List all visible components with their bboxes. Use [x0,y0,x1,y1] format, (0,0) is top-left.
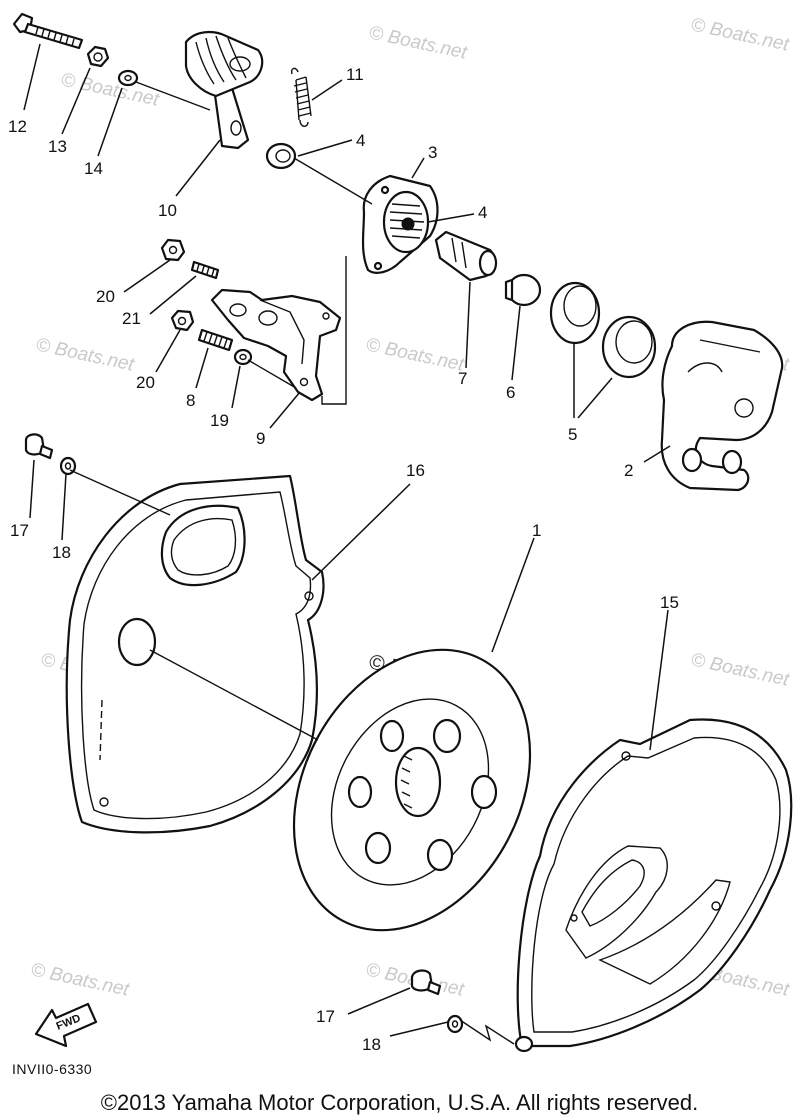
part-19-washer [233,348,253,366]
callout-9: 9 [256,429,265,448]
watermark: © Boats.net [34,334,136,375]
copyright-notice: ©2013 Yamaha Motor Corporation, U.S.A. A… [100,1090,699,1115]
callout-3: 3 [428,143,437,162]
part-12-bolt [12,12,84,50]
part-6-cap [504,273,542,307]
callout-10: 10 [158,201,177,220]
watermark: © Boats.net [689,649,791,690]
leader-lines [23,43,671,1037]
callout-21: 21 [122,309,141,328]
callout-19: 19 [210,411,229,430]
callout-4-upper: 4 [356,131,365,150]
callout-20-lower: 20 [136,373,155,392]
part-15-cover [514,718,793,1053]
part-10-lever [184,30,264,150]
diagram-code: INVII0-6330 [12,1061,92,1077]
callout-12: 12 [8,117,27,136]
callout-7: 7 [458,369,467,388]
callout-13: 13 [48,137,67,156]
part-7-shaft [434,230,498,282]
watermark: © Boats.net [364,334,466,375]
callout-17-lower: 17 [316,1007,335,1026]
part-18-washer-lower [446,1014,464,1034]
callout-16: 16 [406,461,425,480]
callout-20-upper: 20 [96,287,115,306]
part-5-caps [549,281,657,379]
callout-14: 14 [84,159,103,178]
assembly-lines [69,81,515,1045]
part-8-stud [197,328,234,352]
part-4-seal-upper [265,142,297,170]
callout-15: 15 [660,593,679,612]
part-1-disc [292,648,532,932]
part-9-bracket [210,288,342,402]
watermark: © Boats.net [689,14,791,55]
fwd-arrow: FWD [34,1002,98,1048]
callout-5: 5 [568,425,577,444]
callout-4-lower: 4 [478,203,487,222]
part-14-washer [117,69,139,87]
part-3-housing [361,174,439,274]
part-20-nut-upper [160,238,186,262]
part-17-bolt-upper [24,433,54,460]
callout-8: 8 [186,391,195,410]
callout-18-upper: 18 [52,543,71,562]
exploded-parts-diagram: © Boats.net © Boats.net © Boats.net © Bo… [8,12,793,1077]
watermark: © Boats.net [367,22,469,63]
part-16-cover [65,474,325,834]
callout-17-upper: 17 [10,521,29,540]
callout-labels: 12 13 14 10 11 4 3 4 20 21 20 8 19 9 7 6… [8,65,679,1054]
callout-2: 2 [624,461,633,480]
part-17-bolt-lower [410,969,442,996]
callout-1: 1 [532,521,541,540]
part-21-stud [190,260,220,280]
callout-6: 6 [506,383,515,402]
part-13-nut [86,45,110,68]
callout-18-lower: 18 [362,1035,381,1054]
callout-11: 11 [346,65,364,84]
part-2-caliper [660,320,784,492]
part-20-nut-lower [170,309,195,332]
watermark: © Boats.net [29,959,131,1000]
part-11-spring [290,67,312,127]
